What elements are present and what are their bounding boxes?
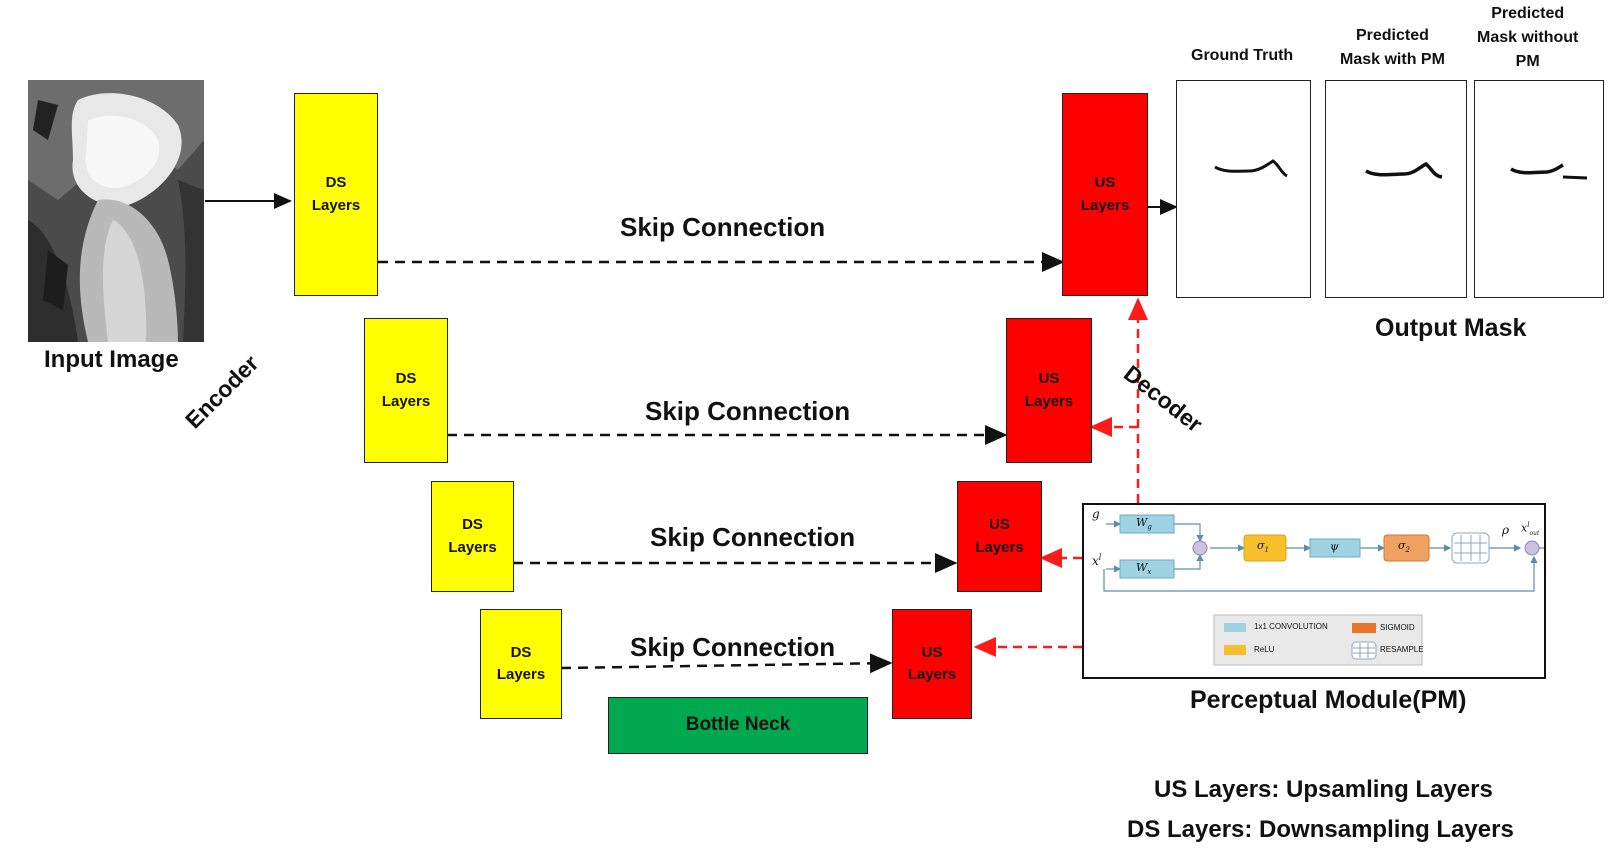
- ds-block-label: DS: [510, 643, 532, 661]
- ds-block-label: DS: [462, 516, 483, 533]
- input-image: [28, 80, 204, 342]
- pm-legend-resample: RESAMPLE: [1380, 645, 1424, 654]
- note-us: US Layers: Upsamling Layers: [1154, 776, 1493, 803]
- predicted-mask-with-pm: [1325, 80, 1467, 298]
- pm-wg-sub: g: [1147, 523, 1152, 532]
- pm-sigma1-base: σ: [1257, 539, 1265, 552]
- skip-label-1: Skip Connection: [620, 212, 826, 242]
- without-pm-line: Predicted: [1491, 5, 1565, 22]
- without-pm-label: Predicted Mask without PM: [1477, 2, 1578, 74]
- pm-output-base: x: [1521, 521, 1528, 535]
- us-block-label: US: [921, 643, 943, 661]
- pm-sigma2-label: σ2: [1398, 539, 1410, 554]
- with-pm-line: Mask with PM: [1340, 51, 1445, 68]
- pm-sigma1-sub: 1: [1264, 546, 1269, 555]
- with-pm-line: Predicted: [1355, 27, 1429, 44]
- pm-input-x: xl: [1092, 553, 1101, 568]
- pm-wx-base: W: [1136, 561, 1148, 574]
- note-ds: DS Layers: Downsampling Layers: [1127, 816, 1514, 843]
- ground-truth-curve: [1214, 159, 1288, 178]
- us-block-label: US: [1038, 370, 1060, 387]
- ds-block-label: DS: [395, 370, 417, 387]
- us-block-label: Layers: [1080, 196, 1130, 214]
- pm-wg-block: [1119, 514, 1175, 534]
- with-pm-curve: [1365, 161, 1443, 179]
- us-block-label: Layers: [975, 538, 1024, 556]
- us-block-2: US Layers: [1006, 318, 1092, 463]
- pm-multiply-node: [1524, 540, 1540, 556]
- ground-truth-mask: [1176, 80, 1311, 298]
- ds-block-label: DS: [325, 174, 347, 191]
- pm-output-label: xlout: [1521, 521, 1539, 537]
- ds-block-1: DS Layers: [294, 93, 378, 296]
- pm-output-sub: out: [1529, 529, 1540, 537]
- pm-diagram: [1103, 514, 1544, 666]
- pm-input-x-base: x: [1092, 554, 1099, 568]
- pm-sigma2-sub: 2: [1405, 546, 1410, 555]
- perceptual-module: g xl Wg Wx σ1 ψ σ2 ρ xlout 1x1 CONVOLUTI…: [1082, 503, 1546, 679]
- without-pm-curve: [1510, 163, 1588, 180]
- skip-label-4: Skip Connection: [630, 632, 836, 662]
- ds-block-2: DS Layers: [364, 318, 448, 463]
- without-pm-line: PM: [1515, 53, 1540, 70]
- us-block-3: US Layers: [957, 481, 1042, 592]
- pm-legend-sigmoid: SIGMOID: [1380, 623, 1415, 632]
- skip-label-3: Skip Connection: [650, 522, 856, 552]
- input-image-label: Input Image: [44, 346, 179, 373]
- ds-block-label: Layers: [496, 666, 546, 683]
- pm-sigma2-block: [1383, 534, 1430, 562]
- output-mask-title: Output Mask: [1375, 314, 1527, 342]
- without-pm-line: Mask without: [1477, 29, 1579, 46]
- pm-add-node: [1192, 540, 1208, 556]
- with-pm-label: Predicted Mask with PM: [1340, 24, 1445, 72]
- ds-block-label: Layers: [448, 538, 497, 556]
- pm-psi-block: [1309, 538, 1361, 558]
- pm-sigma1-block: [1243, 534, 1287, 562]
- pm-psi-label: ψ: [1330, 540, 1339, 553]
- pm-wg-label: Wg: [1136, 516, 1152, 531]
- bottleneck-block: Bottle Neck: [608, 697, 868, 754]
- pm-rho-label: ρ: [1502, 523, 1510, 537]
- pm-wx-sub: x: [1147, 568, 1152, 577]
- us-block-4: US Layers: [892, 609, 972, 719]
- pm-wx-block: [1119, 559, 1175, 579]
- ds-block-4: DS Layers: [480, 609, 562, 719]
- skip-label-2: Skip Connection: [645, 396, 851, 426]
- us-block-label: Layers: [1024, 392, 1074, 410]
- pm-input-x-sup: l: [1098, 553, 1102, 562]
- bottleneck-label: Bottle Neck: [685, 714, 791, 736]
- input-satellite-texture: [28, 80, 204, 342]
- skip-arrow-4: [560, 653, 893, 674]
- us-block-label: US: [989, 516, 1010, 533]
- pm-legend-relu: ReLU: [1254, 645, 1275, 654]
- ground-truth-label: Ground Truth: [1191, 47, 1294, 64]
- ds-block-3: DS Layers: [431, 481, 514, 592]
- pm-sigma1-label: σ1: [1257, 539, 1269, 554]
- pm-legend-conv: 1x1 CONVOLUTION: [1254, 622, 1328, 631]
- ds-block-label: Layers: [381, 392, 431, 410]
- pm-sigma2-base: σ: [1398, 539, 1406, 552]
- pm-title: Perceptual Module(PM): [1190, 686, 1467, 714]
- us-block-label: Layers: [907, 666, 957, 683]
- pm-legend: [1213, 614, 1423, 666]
- predicted-mask-without-pm: [1474, 80, 1604, 298]
- pm-input-g: g: [1092, 507, 1100, 521]
- pm-wx-label: Wx: [1136, 561, 1151, 576]
- pm-output-sup: l: [1527, 521, 1530, 529]
- us-block-1: US Layers: [1062, 93, 1148, 296]
- ds-block-label: Layers: [311, 196, 361, 214]
- us-block-label: US: [1094, 174, 1116, 191]
- pm-wg-base: W: [1136, 516, 1148, 529]
